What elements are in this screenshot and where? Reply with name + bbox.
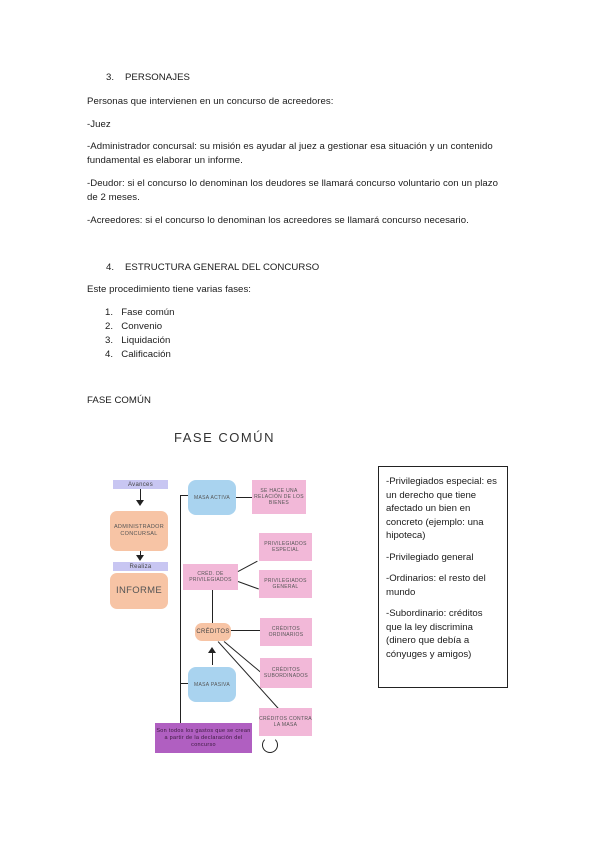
connector-line bbox=[236, 497, 252, 499]
arrow-down-icon bbox=[136, 500, 144, 506]
avances-label: Avances bbox=[113, 480, 168, 489]
creditos-subordinados-box: CRÉDITOS SUBORDINADOS bbox=[260, 658, 312, 688]
masa-activa-box: MASA ACTIVA bbox=[188, 480, 236, 515]
section-3-intro: Personas que intervienen en un concurso … bbox=[87, 96, 334, 107]
section-4-heading: 4. ESTRUCTURA GENERAL DEL CONCURSO bbox=[106, 262, 320, 273]
connector-line bbox=[237, 581, 259, 590]
arrow-down-icon bbox=[136, 555, 144, 561]
creditos-ordinarios-box: CRÉDITOS ORDINARIOS bbox=[260, 618, 312, 646]
section-4-intro: Este procedimiento tiene varias fases: bbox=[87, 284, 252, 295]
administrador-item-line1: -Administrador concursal: su misión es a… bbox=[87, 141, 493, 152]
credit-types-box: -Privilegiados especial: es un derecho q… bbox=[378, 466, 508, 688]
juez-item: -Juez bbox=[87, 119, 111, 130]
arrow-line bbox=[140, 489, 142, 503]
gastos-note-box: Son todos los gastos que se crean a part… bbox=[155, 723, 252, 753]
diagram-title: FASE COMÚN bbox=[174, 430, 275, 445]
curved-arrow-icon bbox=[262, 737, 278, 753]
administrador-item-line2: fundamental es elaborar un informe. bbox=[87, 155, 243, 166]
arrow-up-icon bbox=[208, 647, 216, 653]
privilegiado-general-note: -Privilegiado general bbox=[386, 551, 474, 563]
phase-item: 2. Convenio bbox=[105, 321, 163, 332]
privilegiados-general-box: PRIVILEGIADOS GENERAL bbox=[259, 570, 312, 598]
phase-item: 4. Calificación bbox=[105, 349, 171, 360]
fase-comun-label: FASE COMÚN bbox=[87, 395, 151, 406]
subordinario-note: -Subordinario: créditos que la ley discr… bbox=[386, 608, 483, 660]
ordinarios-note: -Ordinarios: el resto del mundo bbox=[386, 573, 486, 598]
administrador-box: ADMINISTRADOR CONCURSAL bbox=[110, 511, 168, 551]
informe-box: INFORME bbox=[110, 573, 168, 609]
connector-line bbox=[237, 560, 258, 573]
connector-line bbox=[180, 495, 188, 497]
masa-pasiva-box: MASA PASIVA bbox=[188, 667, 236, 702]
section-3-heading: 3. PERSONAJES bbox=[106, 72, 190, 83]
phase-item: 3. Liquidación bbox=[105, 335, 171, 346]
privilegiados-especial-box: PRIVILEGIADOS ESPECIAL bbox=[259, 533, 312, 561]
creditos-privilegiados-box: CRÉD. DE PRIVILEGIADOS bbox=[183, 564, 238, 590]
connector-line bbox=[180, 683, 188, 685]
fase-comun-diagram: FASE COMÚN Avances ADMINISTRADOR CONCURS… bbox=[100, 425, 360, 770]
privilegiados-especial-note: -Privilegiados especial: es un derecho q… bbox=[386, 476, 497, 541]
phase-item: 1. Fase común bbox=[105, 307, 175, 318]
realiza-label: Realiza bbox=[113, 562, 168, 571]
connector-line bbox=[212, 590, 214, 623]
creditos-box: CRÉDITOS bbox=[195, 623, 231, 641]
connector-line bbox=[231, 630, 261, 632]
creditos-contra-masa-box: CRÉDITOS CONTRA LA MASA bbox=[259, 708, 312, 736]
acreedores-item: -Acreedores: si el concurso lo denominan… bbox=[87, 215, 469, 226]
deudor-item-line1: -Deudor: si el concurso lo denominan los… bbox=[87, 178, 499, 189]
spine-line bbox=[180, 495, 182, 735]
relacion-bienes-box: SE HACE UNA RELACIÓN DE LOS BIENES bbox=[252, 480, 306, 514]
deudor-item-line2: de 2 meses. bbox=[87, 192, 140, 203]
arrow-line bbox=[212, 653, 214, 665]
